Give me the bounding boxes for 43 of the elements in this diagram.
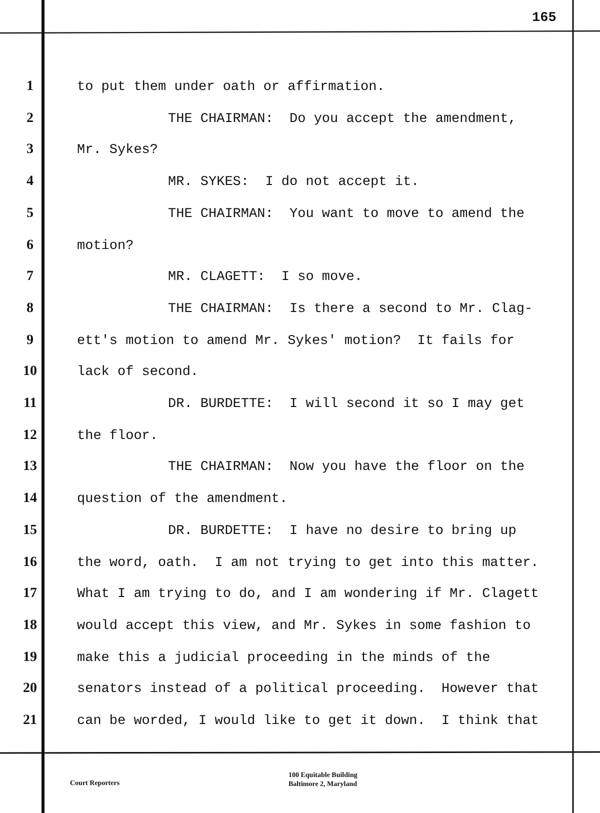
transcript-line: What I am trying to do, and I am wondering if Mr. Clagett [77, 588, 539, 602]
transcript-line: the floor. [77, 430, 158, 444]
transcript-line: to put them under oath or affirmation. [77, 81, 385, 94]
line-number: 18 [23, 618, 37, 633]
line-number: 16 [23, 556, 37, 570]
line-number: 7 [26, 270, 34, 284]
line-number: 12 [23, 428, 37, 443]
page-number: 165 [532, 12, 556, 26]
line-number: 5 [26, 206, 34, 221]
line-number: 17 [23, 587, 37, 602]
line-number: 6 [26, 238, 34, 252]
transcript-line: the word, oath. I am not trying to get into this matter. [77, 556, 539, 570]
transcript-line: senators instead of a political proceeding. However that [77, 683, 539, 697]
line-number: 15 [23, 524, 37, 538]
transcript-line: THE CHAIRMAN: Is there a second to Mr. Clag- [168, 302, 533, 316]
transcript-line: can be worded, I would like to get it down. I think that [77, 715, 539, 728]
line-number: 14 [23, 492, 37, 506]
transcript-line: MR. CLAGETT: I so move. [168, 271, 362, 285]
transcript-line: MR. SYKES: I do not accept it. [168, 176, 420, 190]
line-number: 21 [23, 714, 37, 728]
transcript-line: would accept this view, and Mr. Sykes in some fashion to [77, 620, 531, 634]
transcript-line: THE CHAIRMAN: Do you accept the amendment, [168, 112, 516, 126]
transcript-line: question of the amendment. [77, 493, 288, 507]
transcript-line: DR. BURDETTE: I will second it so I may get [168, 398, 524, 412]
line-number: 13 [23, 460, 37, 474]
transcript-line: THE CHAIRMAN: You want to move to amend the [168, 208, 524, 222]
line-number: 19 [23, 650, 37, 665]
transcript-line: make this a judicial proceeding in the minds of the [77, 652, 490, 666]
line-number: 1 [26, 80, 34, 94]
transcript-line: Mr. Sykes? [77, 144, 158, 158]
line-number: 10 [23, 365, 37, 380]
transcript-line: DR. BURDETTE: I have no desire to bring up [168, 524, 516, 538]
line-number: 2 [26, 112, 34, 126]
line-number: 20 [23, 682, 37, 696]
transcript-line: motion? [77, 240, 134, 253]
line-number: 3 [26, 143, 34, 158]
line-number: 8 [26, 302, 34, 316]
line-number: 11 [24, 397, 37, 411]
transcript-line: lack of second. [77, 366, 199, 380]
transcript-line: ett's motion to amend Mr. Sykes' motion? It fails for [77, 334, 514, 348]
line-number: 9 [26, 334, 34, 348]
line-number: 4 [26, 175, 34, 190]
transcript-line: THE CHAIRMAN: Now you have the floor on the [168, 461, 524, 475]
